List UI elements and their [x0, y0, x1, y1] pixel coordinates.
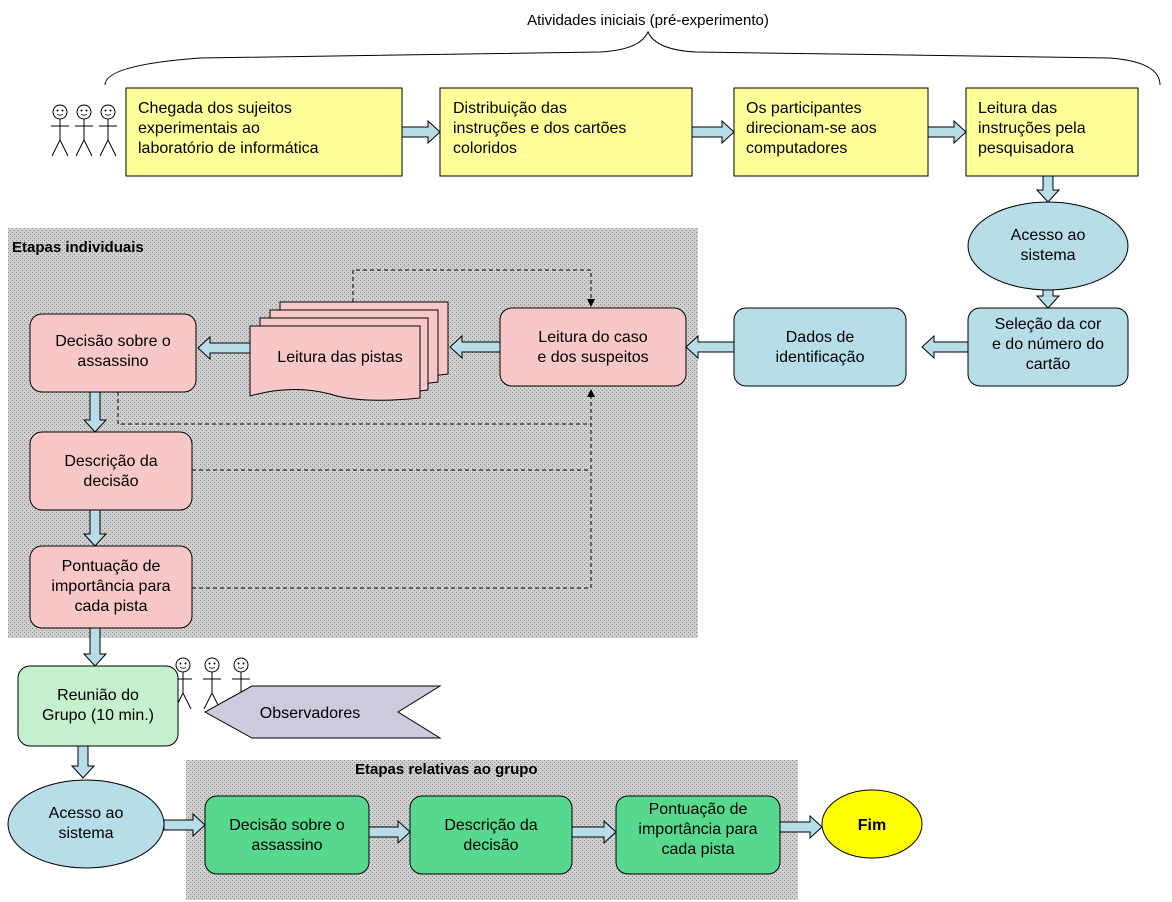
label-line: Dados de — [786, 329, 855, 346]
label-line: coloridos — [453, 140, 517, 157]
node-acesso-bottom — [7, 779, 165, 869]
label-line: computadores — [746, 140, 847, 157]
panel-individual-title: Etapas individuais — [12, 239, 144, 256]
label-line: laboratório de informática — [138, 140, 319, 157]
label-acesso-top: Acesso ao sistema — [1011, 227, 1086, 264]
label-line: sistema — [1020, 247, 1075, 264]
label-line: Leitura das — [978, 100, 1057, 117]
label-line: Os participantes — [746, 100, 862, 117]
box-pontuacao-grp — [615, 795, 781, 875]
label-line: Pontuação de — [62, 558, 161, 575]
label-line: identificação — [776, 349, 865, 366]
box-decisao-ind — [29, 313, 197, 393]
label-line: assassino — [251, 837, 322, 854]
label-chegada: Chegada dos sujeitos experimentais ao labo… — [138, 100, 319, 157]
label-observadores: Observadores — [260, 705, 361, 722]
label-line: instruções pela — [978, 120, 1086, 137]
label-line: Fim — [858, 817, 886, 834]
node-observadores — [203, 685, 442, 739]
label-line: cartão — [1026, 356, 1071, 373]
label-line: Observadores — [260, 705, 361, 722]
feedback-dashed-lines — [117, 269, 595, 589]
label-line: instruções e dos cartões — [453, 120, 626, 137]
label-line: Seleção da cor — [995, 316, 1102, 333]
label-distribuicao: Distribuição das instruções e dos cartões… — [453, 100, 626, 157]
label-leitura-caso: Leitura do caso e dos suspeitos — [537, 329, 648, 366]
node-acesso-top — [967, 201, 1129, 291]
label-descricao-grp: Descrição da decisão — [444, 817, 537, 854]
label-line: Pontuação de — [649, 801, 748, 818]
label-direcionam: Os participantes direcionam-se aos computa… — [746, 100, 877, 157]
label-pontuacao-ind: Pontuação de importância para cada pista — [51, 558, 170, 615]
label-decisao-ind: Decisão sobre o assassino — [55, 333, 171, 370]
label-line: sistema — [58, 825, 113, 842]
label-line: experimentais ao — [138, 120, 260, 137]
label-line: direcionam-se aos — [746, 120, 877, 137]
box-descricao-ind — [29, 431, 193, 511]
label-line: e dos suspeitos — [537, 349, 648, 366]
box-distribuicao — [439, 87, 693, 177]
label-leitura-pistas: Leitura das pistas — [277, 349, 402, 366]
label-pontuacao-grp: Pontuação de importância para cada pista — [638, 801, 757, 858]
label-line: importância para — [638, 821, 757, 838]
label-line: cada pista — [75, 598, 148, 615]
participants-icon — [50, 104, 118, 157]
label-line: decisão — [463, 837, 518, 854]
box-reuniao — [17, 665, 179, 747]
label-reuniao: Reunião do Grupo (10 min.) — [42, 687, 154, 724]
box-direcionam — [733, 87, 929, 177]
label-line: Leitura do caso — [538, 329, 648, 346]
label-line: Decisão sobre o — [229, 817, 345, 834]
arrow-row2 — [82, 334, 969, 667]
panel-group-title: Etapas relativas ao grupo — [355, 761, 538, 778]
label-line: Grupo (10 min.) — [42, 707, 154, 724]
arrow-reuniao-acesso — [70, 745, 96, 779]
box-descricao-grp — [409, 795, 573, 875]
header-title: Atividades iniciais (pré-experimento) — [527, 12, 769, 29]
label-line: Leitura das pistas — [277, 349, 402, 366]
box-decisao-grp — [204, 795, 370, 875]
label-selecao: Seleção da cor e do número do cartão — [992, 316, 1104, 373]
label-leitura-instrucoes: Leitura das instruções pela pesquisadora — [978, 100, 1086, 157]
label-line: importância para — [51, 578, 170, 595]
label-line: Chegada dos sujeitos — [138, 100, 292, 117]
label-line: Acesso ao — [49, 805, 124, 822]
label-line: Distribuição das — [453, 100, 567, 117]
box-pontuacao-ind — [29, 545, 193, 629]
box-leitura-caso — [499, 307, 687, 387]
label-line: Acesso ao — [1011, 227, 1086, 244]
arrow-row1 — [401, 119, 1061, 309]
box-leitura-instrucoes — [965, 87, 1139, 177]
node-fim — [821, 789, 923, 859]
box-chegada — [125, 87, 403, 177]
label-line: assassino — [77, 353, 148, 370]
label-line: e do número do — [992, 336, 1104, 353]
label-line: Descrição da — [64, 453, 157, 470]
box-dados — [733, 307, 907, 387]
label-line: decisão — [83, 473, 138, 490]
label-line: Descrição da — [444, 817, 537, 834]
label-line: pesquisadora — [978, 140, 1074, 157]
node-leitura-pistas — [249, 301, 449, 401]
label-line: Decisão sobre o — [55, 333, 171, 350]
header-brace — [104, 30, 1161, 86]
label-line: cada pista — [662, 841, 735, 858]
label-decisao-grp: Decisão sobre o assassino — [229, 817, 345, 854]
label-descricao-ind: Descrição da decisão — [64, 453, 157, 490]
label-dados: Dados de identificação — [776, 329, 865, 366]
label-acesso-bottom: Acesso ao sistema — [49, 805, 124, 842]
label-line: Reunião do — [57, 687, 139, 704]
arrow-row-group — [163, 812, 823, 845]
label-fim: Fim — [858, 817, 886, 834]
